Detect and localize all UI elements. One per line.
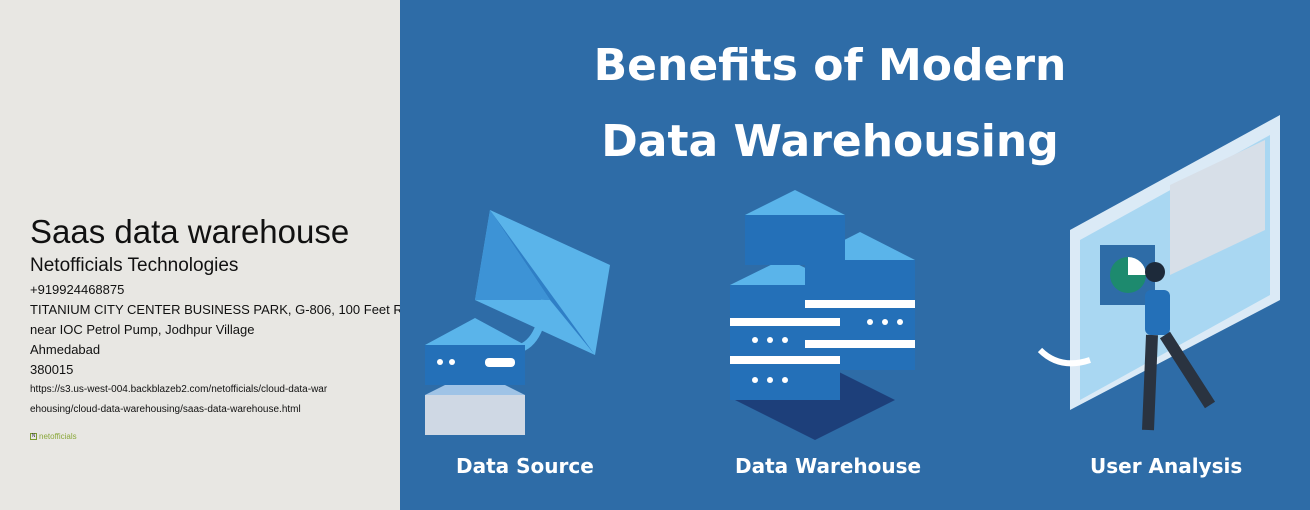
- address-line-1: TITANIUM CITY CENTER BUSINESS PARK, G-80…: [30, 302, 403, 317]
- banner-title: Benefits of Modern Data Warehousing: [400, 28, 1260, 180]
- logo-text: netofficials: [39, 432, 77, 441]
- banner-image: Benefits of Modern Data Warehousing: [400, 0, 1310, 510]
- page-title: Saas data warehouse: [30, 213, 350, 250]
- caption-data-warehouse: Data Warehouse: [735, 454, 922, 478]
- info-block: Saas data warehouse Netofficials Technol…: [30, 212, 450, 441]
- address-line-2: near IOC Petrol Pump, Jodhpur Village: [30, 322, 255, 337]
- caption-user-analysis: User Analysis: [1090, 454, 1243, 478]
- caption-data-source: Data Source: [456, 454, 594, 478]
- illustration: [425, 115, 1280, 440]
- user-analysis-screen-icon: [1037, 115, 1280, 431]
- zip: 380015: [30, 362, 74, 377]
- city: Ahmedabad: [30, 342, 101, 357]
- company-name: Netofficials Technologies: [30, 255, 239, 276]
- phone: +919924468875: [30, 282, 125, 297]
- banner-title-line-1: Benefits of Modern: [593, 40, 1067, 91]
- url-line-2[interactable]: ehousing/cloud-data-warehousing/saas-dat…: [30, 404, 301, 415]
- banner-title-line-2: Data Warehousing: [601, 116, 1059, 167]
- data-source-server-icon: [425, 318, 525, 435]
- url-line-1[interactable]: https://s3.us-west-004.backblazeb2.com/n…: [30, 384, 328, 395]
- data-warehouse-servers-icon: [730, 190, 915, 440]
